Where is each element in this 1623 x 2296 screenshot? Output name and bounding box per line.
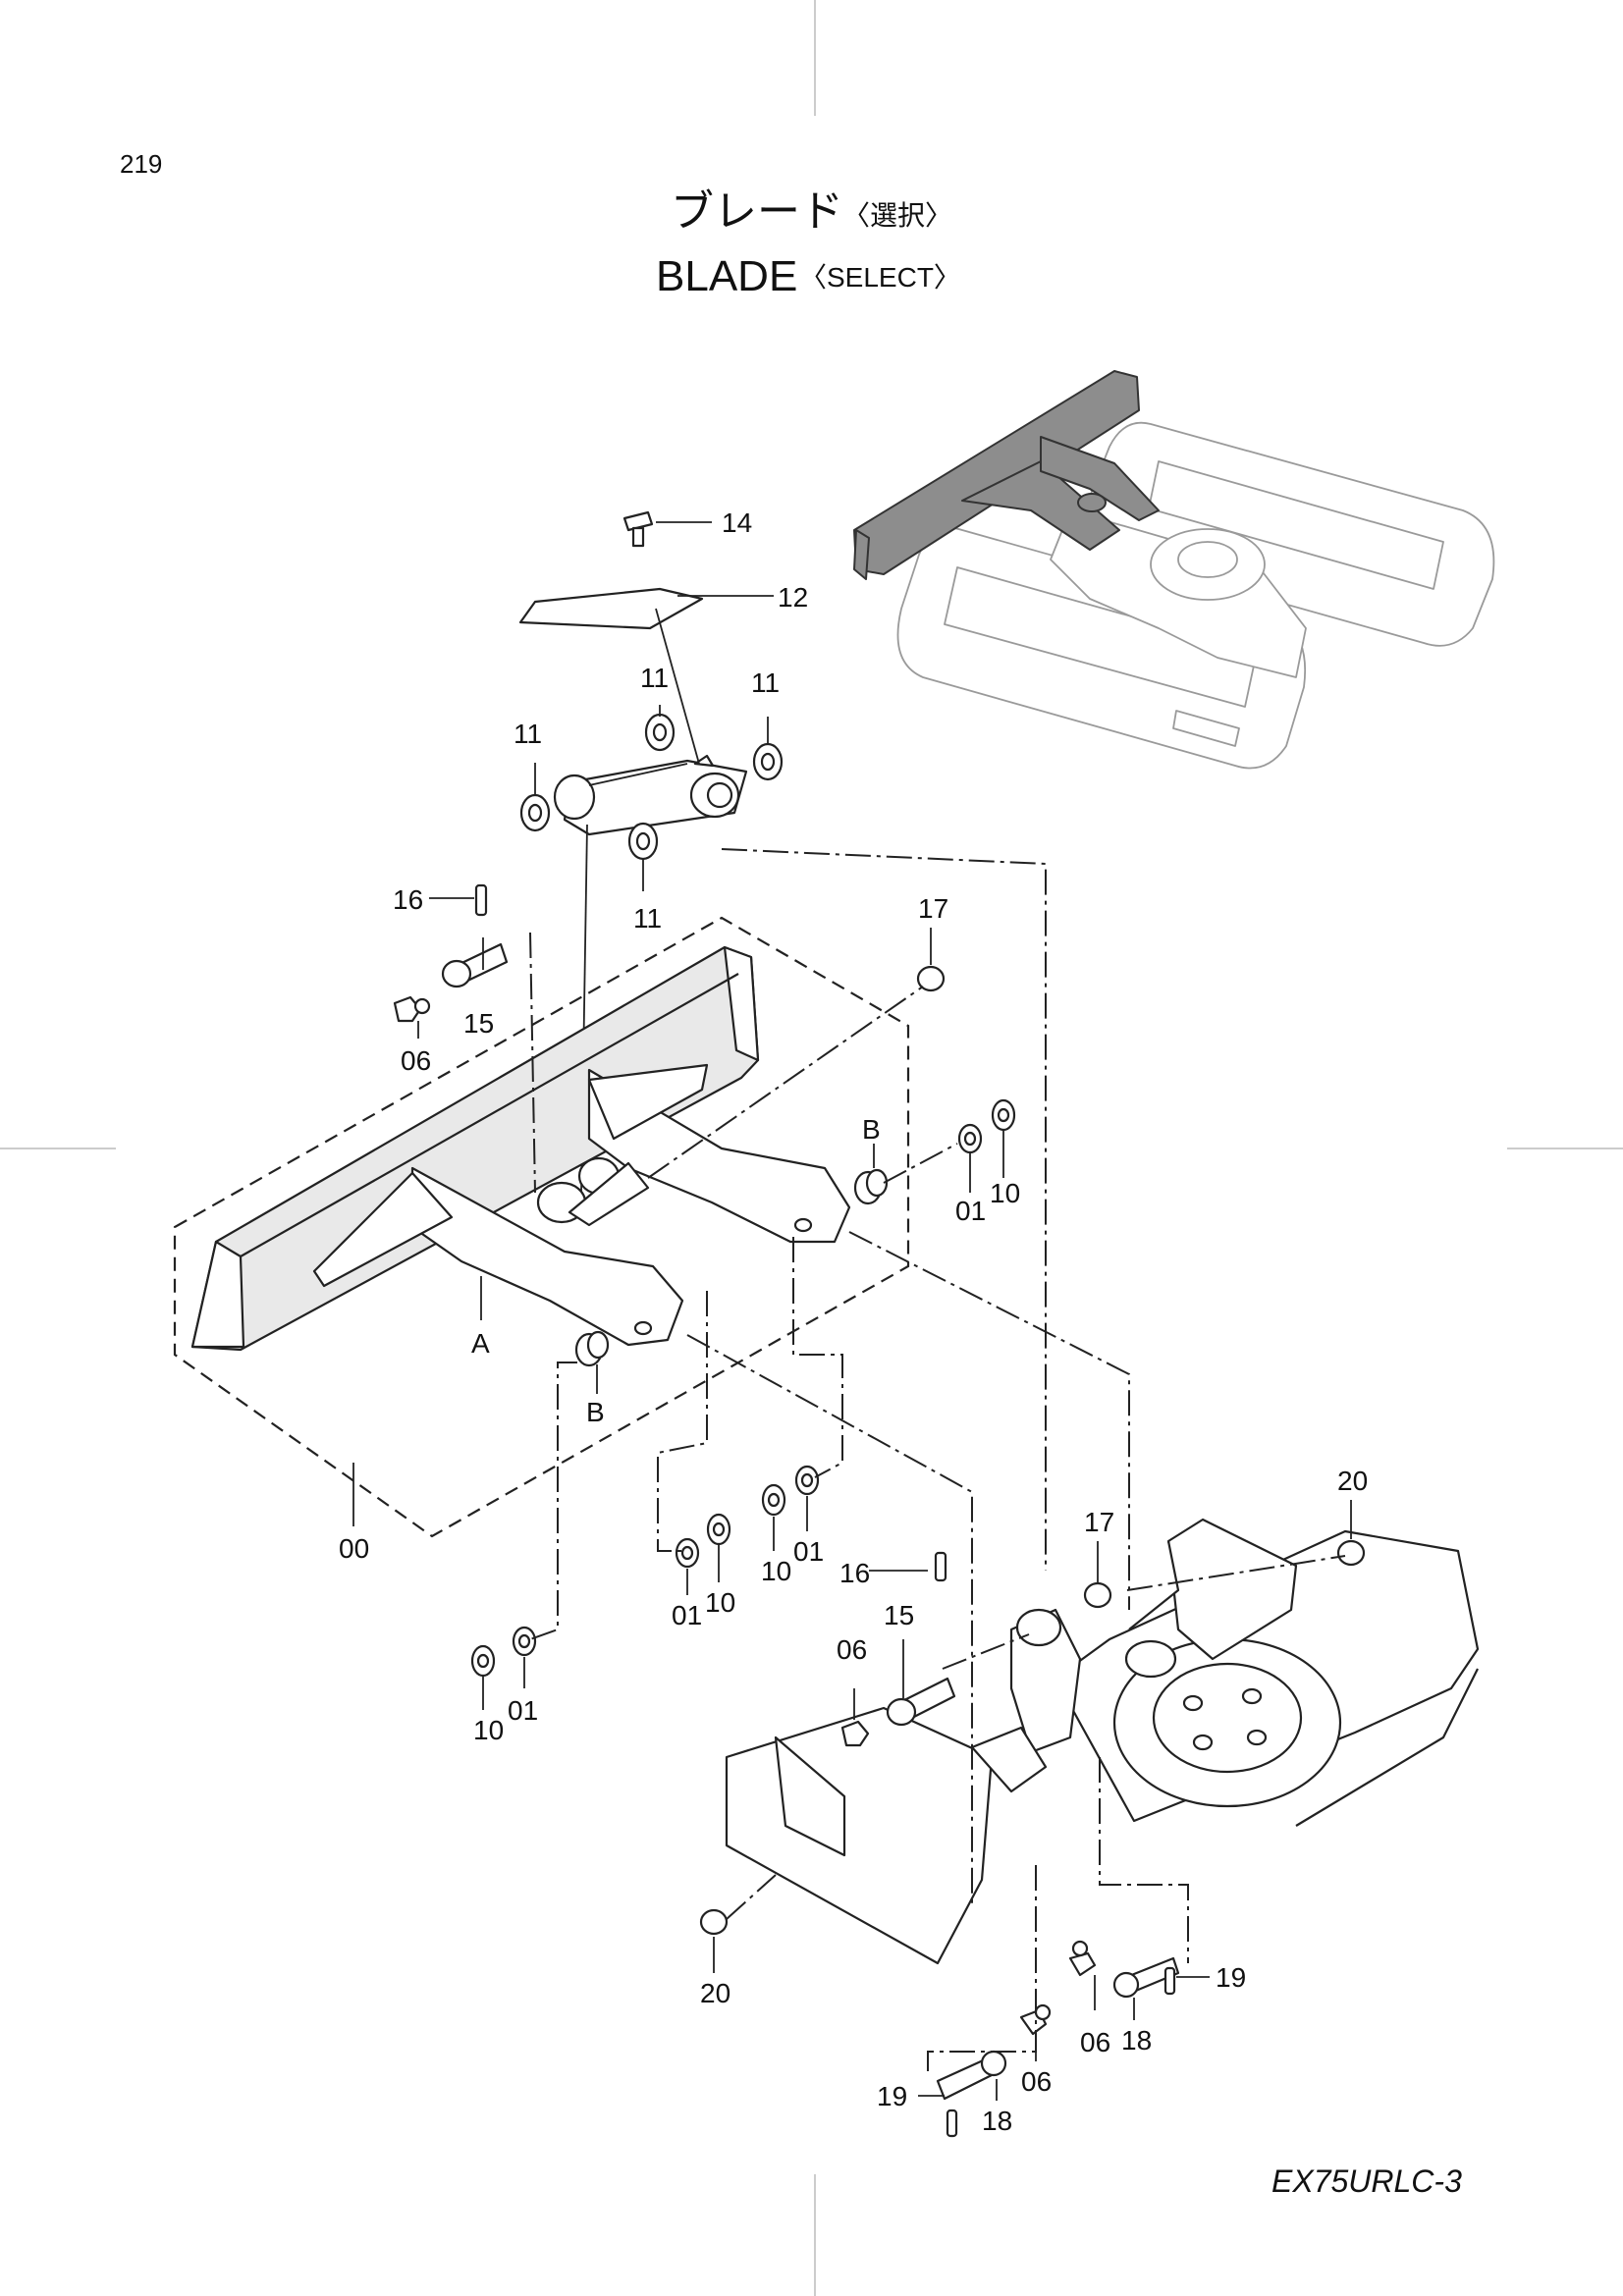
- callout-12: 12: [778, 582, 808, 613]
- page-number: 219: [120, 149, 162, 179]
- callout-20-a: 20: [1337, 1466, 1368, 1496]
- washers-lower: [470, 1465, 820, 1678]
- callout-01-b: 01: [672, 1600, 702, 1630]
- cover-plate-12: [518, 587, 704, 630]
- pin-16-lower: [934, 1551, 947, 1582]
- callout-20-b: 20: [700, 1978, 730, 2008]
- callout-06-c: 06: [1021, 2066, 1052, 2097]
- callout-15-b: 15: [884, 1600, 914, 1630]
- bushing-b-left: [574, 1330, 610, 1367]
- callout-18-b: 18: [1121, 2025, 1152, 2056]
- callout-10-d: 10: [473, 1715, 504, 1745]
- callout-b-a: B: [862, 1114, 881, 1145]
- bolt-14: [622, 510, 654, 548]
- blade-assembly: [173, 916, 946, 1538]
- lower-parts: [699, 1539, 1366, 2138]
- callout-16-a: 16: [393, 884, 423, 915]
- collar-20-right: [1336, 1539, 1366, 1567]
- callout-19-b: 19: [1216, 1962, 1246, 1993]
- callout-06-a: 06: [401, 1045, 431, 1076]
- callout-14: 14: [722, 507, 752, 538]
- callout-17-a: 17: [918, 893, 948, 924]
- page-title: ブレード 〈選択〉 BLADE 〈SELECT〉: [656, 187, 961, 300]
- title-english: BLADE: [656, 252, 797, 300]
- collar-17-upper: [916, 965, 946, 992]
- callout-10-a: 10: [990, 1178, 1020, 1208]
- callout-16-b: 16: [839, 1558, 870, 1588]
- collar-17-lower: [1083, 1581, 1112, 1609]
- callout-18-a: 18: [982, 2106, 1012, 2136]
- assembly-chain-lines: [529, 848, 1346, 2071]
- callout-01-a: 01: [955, 1196, 986, 1226]
- callout-b-b: B: [586, 1397, 605, 1427]
- callout-00: 00: [339, 1533, 369, 1564]
- callout-11-a: 11: [640, 663, 669, 693]
- reference-machine-view: [853, 370, 1495, 770]
- bushing-b-right: [853, 1168, 889, 1205]
- callout-01-c: 01: [793, 1536, 824, 1567]
- grease-fitting-06-d: [1068, 1951, 1097, 1977]
- grease-fitting-06-lower: [840, 1720, 870, 1747]
- pin-16-upper: [474, 883, 488, 917]
- callout-15-a: 15: [463, 1008, 494, 1039]
- title-japanese-select: 〈選択〉: [842, 199, 952, 232]
- pin-group-upper-left: [393, 883, 509, 1023]
- callout-11-c: 11: [514, 719, 542, 749]
- callout-19-a: 19: [877, 2081, 907, 2111]
- blade-cylinder: [553, 754, 748, 836]
- pin-19-left: [946, 2109, 958, 2138]
- grease-fitting-06-upper: [393, 995, 422, 1023]
- title-english-select: 〈SELECT〉: [799, 262, 961, 293]
- collar-20-left: [699, 1908, 729, 1936]
- model-code: EX75URLC-3: [1271, 2163, 1462, 2199]
- callout-11-b: 11: [751, 667, 780, 698]
- title-japanese: ブレード: [671, 187, 843, 237]
- track-frame: [725, 1518, 1480, 1965]
- callout-labels: 14 12 11 11 11 11 16 15 06 17 B 01 10 A …: [339, 507, 1368, 2136]
- callout-06-d: 06: [1080, 2027, 1110, 2057]
- callout-06-b: 06: [837, 1634, 867, 1665]
- blade-cylinder-group: [518, 510, 784, 861]
- callout-leaders: [352, 897, 1352, 2101]
- callout-11-d: 11: [633, 903, 662, 934]
- washers-right-arm: [957, 1098, 1016, 1154]
- callout-01-d: 01: [508, 1695, 538, 1726]
- callout-17-b: 17: [1084, 1507, 1114, 1537]
- pin-19-right: [1163, 1966, 1176, 1996]
- callout-10-b: 10: [705, 1587, 735, 1618]
- push-arm-left: [410, 1166, 684, 1347]
- callout-10-c: 10: [761, 1556, 791, 1586]
- callout-a: A: [471, 1328, 490, 1359]
